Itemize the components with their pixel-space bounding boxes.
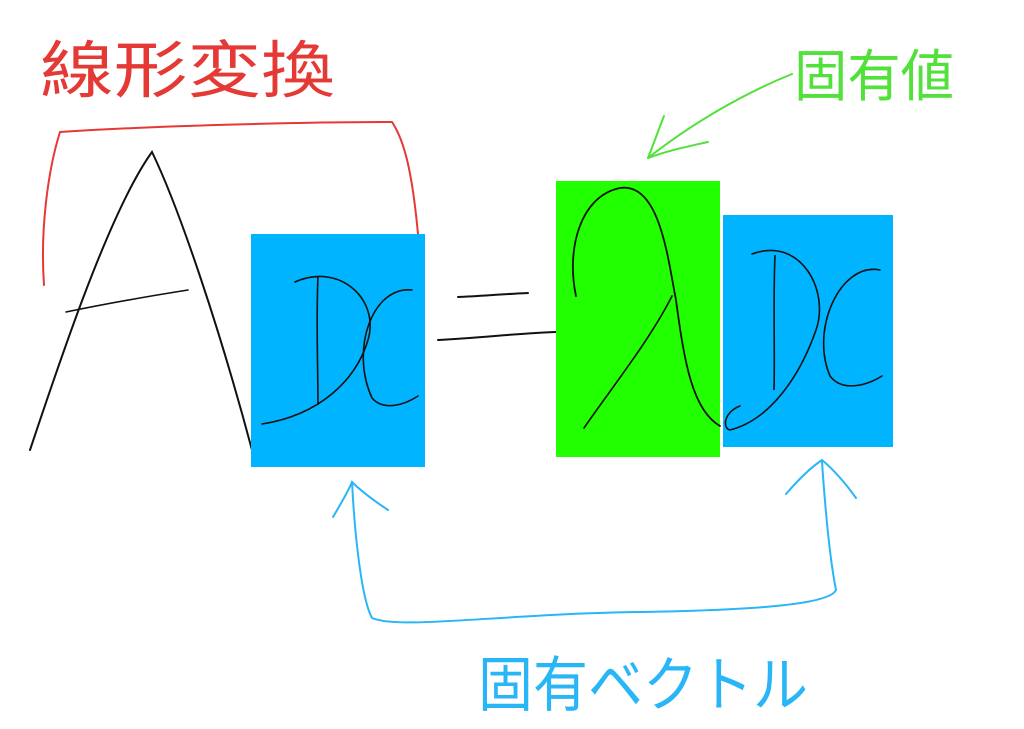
linear-transform-label: 線形変換	[40, 34, 335, 107]
eigenvector-box-left	[251, 234, 425, 467]
eigenvalue-box	[556, 181, 720, 457]
eigenvector-label: 固有ベクトル	[478, 651, 808, 721]
linear-transform-bracket	[41, 120, 419, 286]
eigenvalue-label: 固有値	[794, 45, 954, 110]
vector-x-symbol-left	[261, 275, 419, 425]
matrix-a-symbol	[29, 150, 253, 451]
lambda-symbol	[572, 187, 721, 429]
eigenvector-box-right	[723, 215, 893, 447]
eigenvalue-arrow	[647, 73, 793, 159]
equals-sign	[437, 292, 557, 341]
vector-x-symbol-right	[724, 249, 883, 431]
eigenvector-connector	[332, 458, 857, 624]
